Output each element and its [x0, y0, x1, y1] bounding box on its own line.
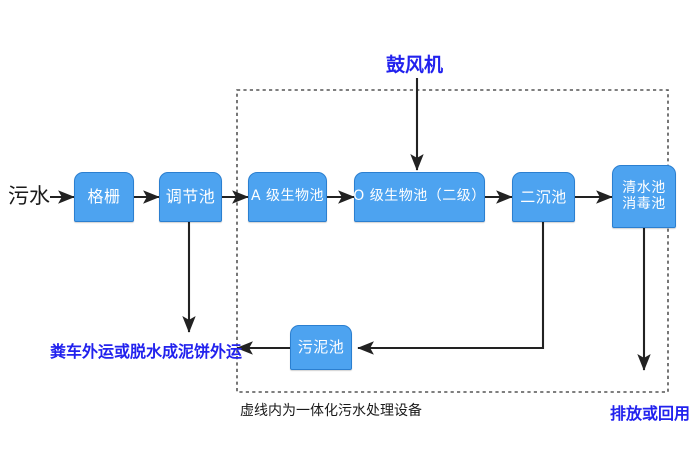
node-a-stage-bio-tank[interactable]: A 级生物池	[248, 172, 327, 222]
integrated-equipment-boundary	[236, 89, 669, 393]
node-sludge-tank[interactable]: 污泥池	[290, 325, 352, 370]
inlet-label: 污水	[8, 184, 50, 208]
node-secondary-clarifier[interactable]: 二沉池	[512, 172, 575, 222]
boundary-caption: 虚线内为一体化污水处理设备	[240, 403, 422, 419]
node-o-stage-bio-tank[interactable]: O 级生物池（二级）	[353, 172, 486, 222]
node-secondary-clarifier-label-0: 二沉池	[520, 187, 567, 206]
blower-label: 鼓风机	[386, 54, 444, 76]
node-grille[interactable]: 格栅	[74, 172, 134, 222]
node-grille-label-0: 格栅	[87, 187, 121, 207]
node-sludge-tank-label-0: 污泥池	[297, 338, 345, 357]
node-a-stage-bio-tank-label-0: A 级生物池	[250, 188, 325, 205]
sludge-disposal-label: 粪车外运或脱水成泥饼外运	[50, 342, 243, 361]
node-regulating-tank-label-0: 调节池	[165, 187, 216, 207]
node-clearwater-disinfection-tank-label-1: 消毒池	[622, 195, 666, 212]
node-regulating-tank[interactable]: 调节池	[159, 172, 222, 222]
node-o-stage-bio-tank-label-0: O 级生物池（二级）	[353, 188, 486, 205]
node-clearwater-disinfection-tank[interactable]: 清水池 消毒池	[612, 165, 676, 228]
arrow-secondary-to-sludge	[357, 222, 545, 355]
node-clearwater-disinfection-tank-label-0: 清水池	[622, 179, 666, 196]
discharge-reuse-label: 排放或回用	[610, 404, 691, 423]
